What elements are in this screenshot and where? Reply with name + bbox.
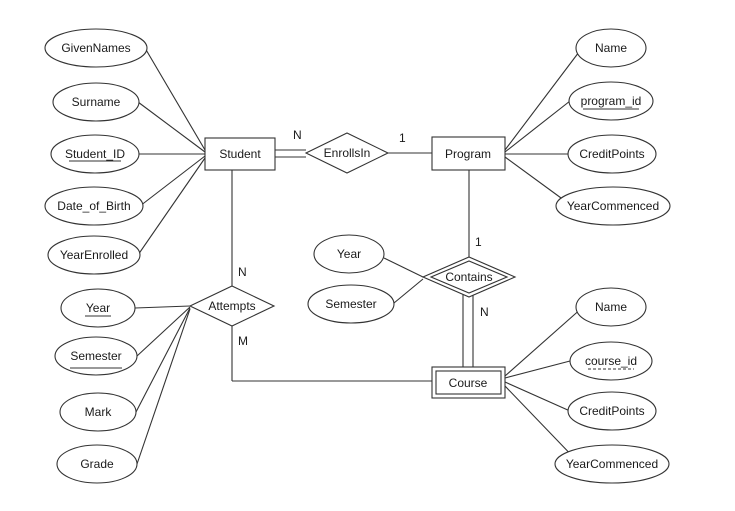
entity-program: Program: [431, 136, 506, 171]
attribute-label: course_id: [585, 354, 637, 368]
attribute-label: CreditPoints: [579, 404, 644, 418]
attribute-course-name: Name: [575, 287, 647, 327]
cardinality-enrolls-program: 1: [399, 131, 406, 145]
identifying-relationship-contains: Contains: [421, 256, 517, 298]
attribute-label: YearEnrolled: [60, 248, 128, 262]
weak-entity-course: Course: [431, 366, 506, 399]
relationship-label: EnrollsIn: [324, 146, 371, 160]
attribute-given-names: GivenNames: [44, 28, 148, 68]
attribute-attempts-semester-key: Semester: [54, 336, 138, 376]
attribute-course-credit-points: CreditPoints: [567, 391, 657, 431]
attribute-label: Semester: [325, 297, 376, 311]
entity-label: Student: [219, 147, 261, 161]
program-attributes: Name program_id CreditPoints YearCommenc…: [555, 28, 671, 226]
attribute-label: Date_of_Birth: [57, 199, 130, 213]
course-attributes: Name course_id CreditPoints YearCommence…: [554, 287, 670, 484]
attempts-attributes: Year Semester Mark Grade: [54, 288, 138, 484]
entity-student: Student: [204, 137, 276, 171]
contains-attributes: Year Semester: [307, 234, 395, 324]
attribute-label: YearCommenced: [566, 457, 658, 471]
attribute-surname: Surname: [52, 82, 140, 122]
attribute-student-id-key: Student_ID: [50, 134, 140, 174]
attribute-attempts-mark: Mark: [59, 392, 137, 432]
cardinality-contains-course: N: [480, 305, 489, 319]
relationship-label: Contains: [445, 270, 492, 284]
cardinality-enrolls-student: N: [293, 128, 302, 142]
attribute-attempts-grade: Grade: [56, 444, 138, 484]
connector-lines: [134, 47, 584, 465]
attribute-course-id-partial-key: course_id: [569, 341, 653, 381]
attribute-course-year-commenced: YearCommenced: [554, 444, 670, 484]
student-attributes: GivenNames Surname Student_ID Date_of_Bi…: [44, 28, 148, 275]
attribute-label: GivenNames: [61, 41, 130, 55]
attribute-date-of-birth: Date_of_Birth: [44, 186, 144, 226]
attribute-label: Surname: [72, 95, 121, 109]
attribute-program-id-key: program_id: [568, 81, 654, 121]
cardinality-contains-program: 1: [475, 235, 482, 249]
attribute-program-credit-points: CreditPoints: [567, 134, 657, 174]
attribute-label: Mark: [85, 405, 113, 419]
cardinality-labels: N 1 N M 1 N: [238, 128, 489, 348]
attribute-label: CreditPoints: [579, 147, 644, 161]
attribute-contains-semester: Semester: [307, 284, 395, 324]
attribute-label: Student_ID: [65, 147, 125, 161]
attribute-year-enrolled: YearEnrolled: [47, 235, 141, 275]
attribute-label: Semester: [70, 349, 121, 363]
relationship-attempts: Attempts: [188, 285, 276, 327]
attribute-label: Year: [86, 301, 110, 315]
cardinality-attempts-course: M: [238, 334, 248, 348]
relationship-enrolls-in: EnrollsIn: [304, 132, 390, 174]
attribute-label: Grade: [80, 457, 114, 471]
entity-label: Course: [449, 376, 488, 390]
entity-label: Program: [445, 147, 491, 161]
attribute-label: Year: [337, 247, 361, 261]
attribute-label: Name: [595, 300, 627, 314]
relationship-label: Attempts: [208, 299, 255, 313]
cardinality-attempts-student: N: [238, 265, 247, 279]
attribute-label: program_id: [581, 94, 642, 108]
attribute-contains-year: Year: [313, 234, 385, 274]
attribute-program-name: Name: [575, 28, 647, 68]
attribute-label: Name: [595, 41, 627, 55]
attribute-program-year-commenced: YearCommenced: [555, 186, 671, 226]
attribute-attempts-year-key: Year: [60, 288, 136, 328]
attribute-label: YearCommenced: [567, 199, 659, 213]
